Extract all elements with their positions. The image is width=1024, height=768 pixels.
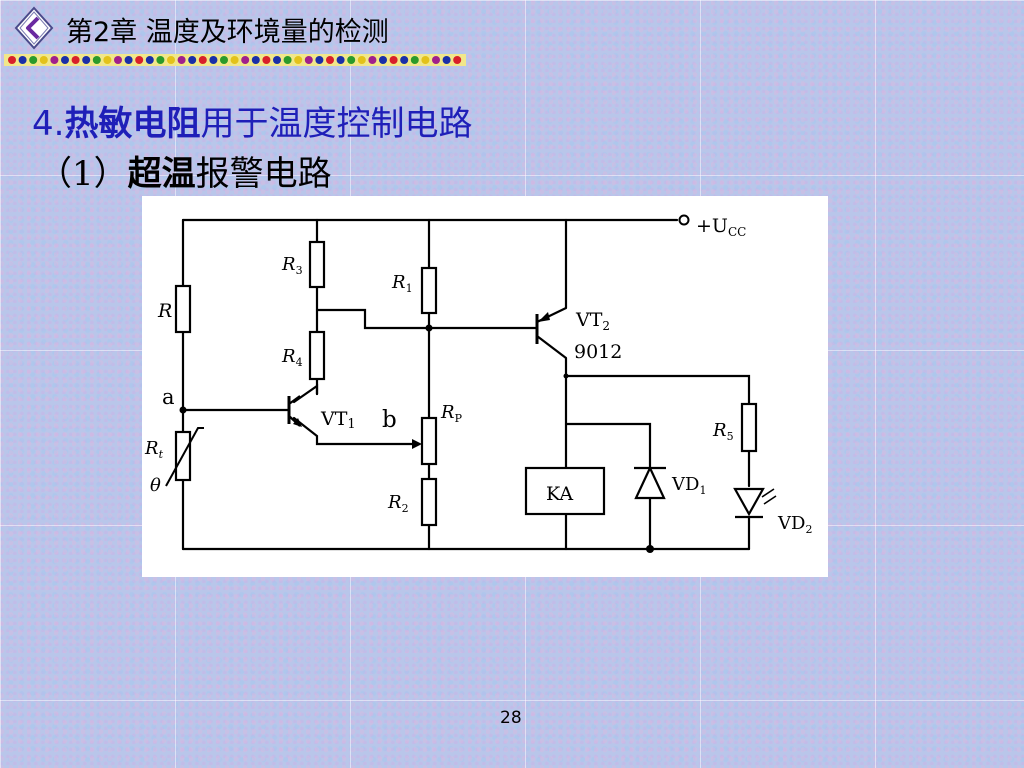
divider-dot <box>347 56 356 64</box>
divider-dot <box>135 56 144 64</box>
divider-dot <box>410 56 419 64</box>
divider-dot <box>442 56 451 64</box>
divider-dot <box>29 56 38 64</box>
divider-dot <box>336 56 345 64</box>
label-node-b: b <box>382 407 397 433</box>
label-vt2: VT2 <box>575 309 610 333</box>
label-rp: RP <box>440 402 463 425</box>
resistor-r5 <box>740 402 758 453</box>
section-number: 4. <box>32 104 65 144</box>
label-r2: R2 <box>387 492 409 515</box>
chevron-left-diamond-icon <box>14 6 54 50</box>
page-number: 28 <box>500 708 522 728</box>
divider-dot <box>167 56 175 64</box>
divider-dot <box>326 56 334 64</box>
divider-dot <box>18 56 27 64</box>
divider-dot <box>368 56 377 64</box>
section-heading: 4.热敏电阻用于温度控制电路 <box>32 96 472 145</box>
divider-dot <box>92 56 101 64</box>
divider-dot <box>421 56 430 64</box>
label-rt: Rt <box>144 438 164 461</box>
chapter-title: 第2章 温度及环境量的检测 <box>66 17 389 48</box>
divider-dot <box>304 56 313 64</box>
divider-dot <box>379 56 387 64</box>
subsection-title-rest: 报警电路 <box>195 154 332 194</box>
divider-dot <box>8 56 16 64</box>
divider-dot <box>294 56 303 64</box>
circuit-schematic: R R3 R4 R1 RP R2 R5 Rt θ VT1 VT2 9012 KA… <box>144 214 812 553</box>
divider-dot <box>103 56 112 64</box>
subsection-heading: （1）超温报警电路 <box>38 146 332 195</box>
divider-dot <box>315 56 324 64</box>
label-r: R <box>157 300 172 322</box>
divider-dot <box>71 56 80 64</box>
label-r1: R1 <box>391 272 413 295</box>
divider-dot <box>453 56 462 64</box>
label-r5: R5 <box>712 420 734 443</box>
vt1-emitter-arrow <box>293 418 302 427</box>
divider-dot <box>357 56 366 64</box>
section-keyword: 热敏电阻 <box>64 104 201 144</box>
supply-terminal <box>678 214 690 226</box>
resistors <box>174 240 758 527</box>
divider-dot <box>61 56 69 64</box>
subsection-prefix: （1） <box>38 154 128 194</box>
circuit-diagram: R R3 R4 R1 RP R2 R5 Rt θ VT1 VT2 9012 KA… <box>142 196 828 577</box>
junction-dots <box>179 324 654 553</box>
divider-dot <box>50 56 59 64</box>
divider-dot <box>177 56 186 64</box>
label-r3: R3 <box>281 254 303 277</box>
divider-dot <box>283 56 292 64</box>
label-vd1: VD1 <box>671 474 706 497</box>
potentiometer-wiper-arrow <box>412 439 422 449</box>
divider-dot <box>114 56 122 64</box>
vt2-emitter-arrow <box>538 312 550 322</box>
label-r4: R4 <box>281 346 303 369</box>
section-title-rest: 用于温度控制电路 <box>200 104 473 144</box>
divider-dot <box>145 56 154 64</box>
resistor-r4 <box>308 330 326 381</box>
divider-dot <box>198 56 207 64</box>
label-ka: KA <box>546 483 573 505</box>
divider-dot <box>251 56 260 64</box>
divider-dot <box>273 56 281 64</box>
label-vd2: VD2 <box>777 513 812 536</box>
divider-dot <box>432 56 440 64</box>
transistor-vt2 <box>535 307 567 359</box>
circuit-wires <box>181 218 751 551</box>
label-supply: +UCC <box>696 215 746 239</box>
subsection-keyword: 超温 <box>127 154 196 194</box>
divider-dot <box>220 56 228 64</box>
label-node-a: a <box>162 385 175 409</box>
divider-dot <box>39 56 48 64</box>
divider-dot <box>156 56 165 64</box>
divider-dot <box>400 56 409 64</box>
divider-dot <box>124 56 133 64</box>
relay-ka <box>524 466 606 516</box>
divider-dot <box>82 56 91 64</box>
divider-dot <box>389 56 398 64</box>
label-theta: θ <box>150 475 161 496</box>
resistor-r1 <box>420 266 438 315</box>
divider-dot <box>241 56 250 64</box>
resistor-r3 <box>308 240 326 289</box>
divider-dot <box>209 56 218 64</box>
resistor-r <box>174 284 192 334</box>
divider-dot <box>230 56 239 64</box>
divider-dot <box>262 56 271 64</box>
label-vt1: VT1 <box>320 408 356 432</box>
dot-divider <box>4 54 466 66</box>
led-vd2 <box>733 487 777 519</box>
divider-dot <box>188 56 197 64</box>
resistor-r2 <box>420 477 438 527</box>
label-vt2-part: 9012 <box>574 341 622 363</box>
potentiometer-rp <box>420 416 438 466</box>
thermistor-arrow <box>165 427 204 487</box>
diode-vd1 <box>634 465 666 500</box>
